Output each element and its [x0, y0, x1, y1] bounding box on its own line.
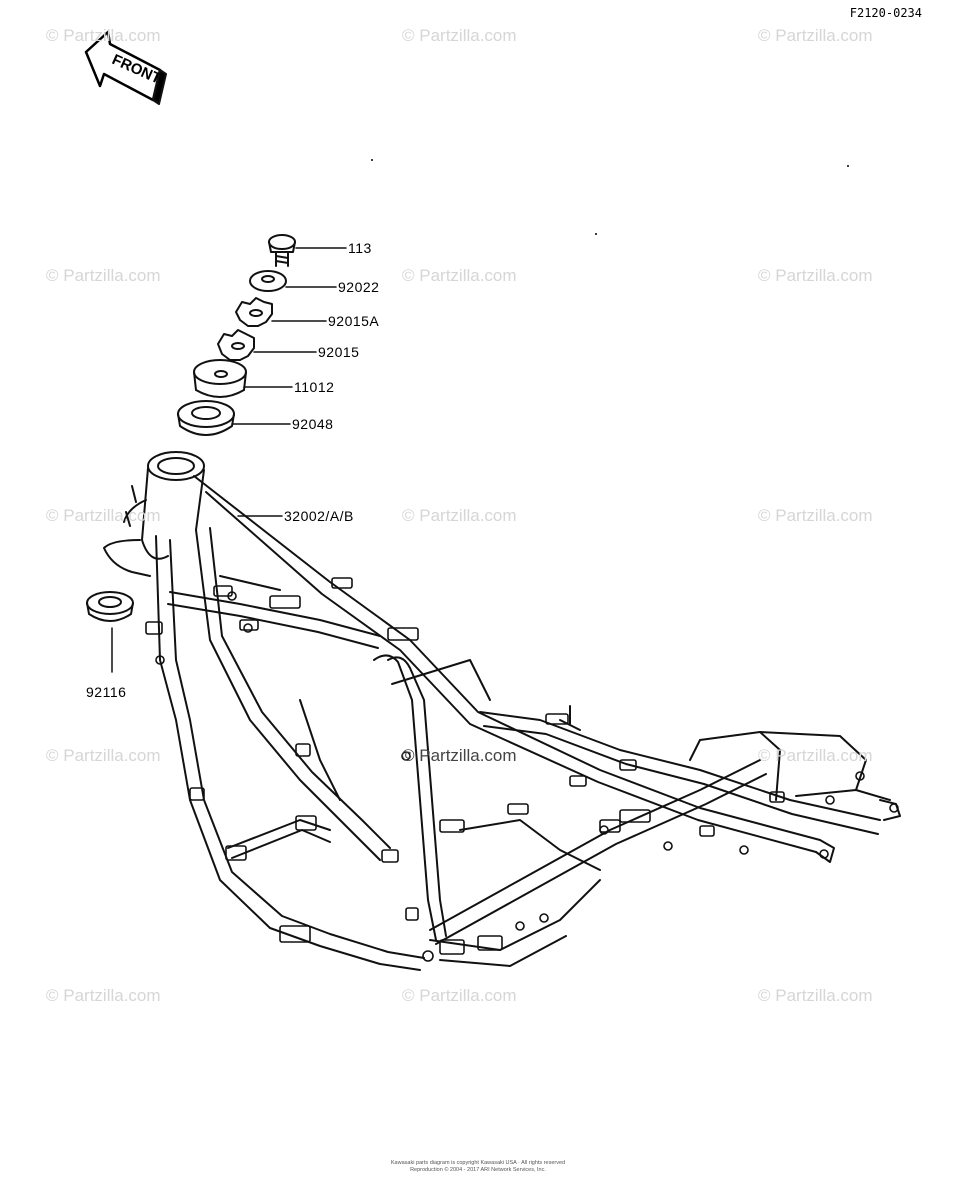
part-label-92022[interactable]: 92022 [338, 279, 380, 295]
copyright-line-1: Kawasaki parts diagram is copyright Kawa… [390, 1160, 566, 1166]
watermark: © Partzilla.com [402, 986, 517, 1005]
watermark: © Partzilla.com [402, 266, 517, 285]
part-label-92048[interactable]: 92048 [292, 416, 334, 432]
castle-nut-icon [217, 329, 255, 361]
watermark: © Partzilla.com [402, 746, 517, 765]
steering-head [103, 451, 205, 577]
leader-lines [111, 247, 347, 673]
copyright-line-2: Reproduction © 2004 - 2017 ARI Network S… [410, 1167, 546, 1173]
part-label-11012[interactable]: 11012 [294, 379, 335, 395]
part-label-113[interactable]: 113 [348, 240, 372, 256]
seal-icon [177, 400, 235, 436]
cap-icon [193, 359, 247, 398]
watermark: © Partzilla.com [758, 266, 873, 285]
watermark: © Partzilla.com [758, 26, 873, 45]
watermark: © Partzilla.com [46, 26, 161, 45]
castle-nut-icon [235, 297, 273, 327]
watermark: © Partzilla.com [46, 986, 161, 1005]
watermark: © Partzilla.com [402, 506, 517, 525]
part-label-92015[interactable]: 92015 [318, 344, 360, 360]
frame-tubes [155, 475, 901, 971]
washer-icon [249, 270, 287, 292]
watermark: © Partzilla.com [46, 506, 161, 525]
watermark: © Partzilla.com [46, 266, 161, 285]
diagram-reference-code: F2120-0234 [849, 6, 922, 20]
watermark: © Partzilla.com [758, 986, 873, 1005]
part-label-92116[interactable]: 92116 [86, 684, 127, 700]
watermark: © Partzilla.com [46, 746, 161, 765]
watermark: © Partzilla.com [758, 506, 873, 525]
part-label-92015a[interactable]: 92015A [328, 313, 380, 329]
bolt-icon [268, 234, 296, 267]
watermark: © Partzilla.com [758, 746, 873, 765]
watermark: © Partzilla.com [402, 26, 517, 45]
seal-icon [86, 591, 134, 622]
frame-brackets [145, 577, 899, 962]
part-label-32002-a-b[interactable]: 32002/A/B [284, 508, 354, 524]
